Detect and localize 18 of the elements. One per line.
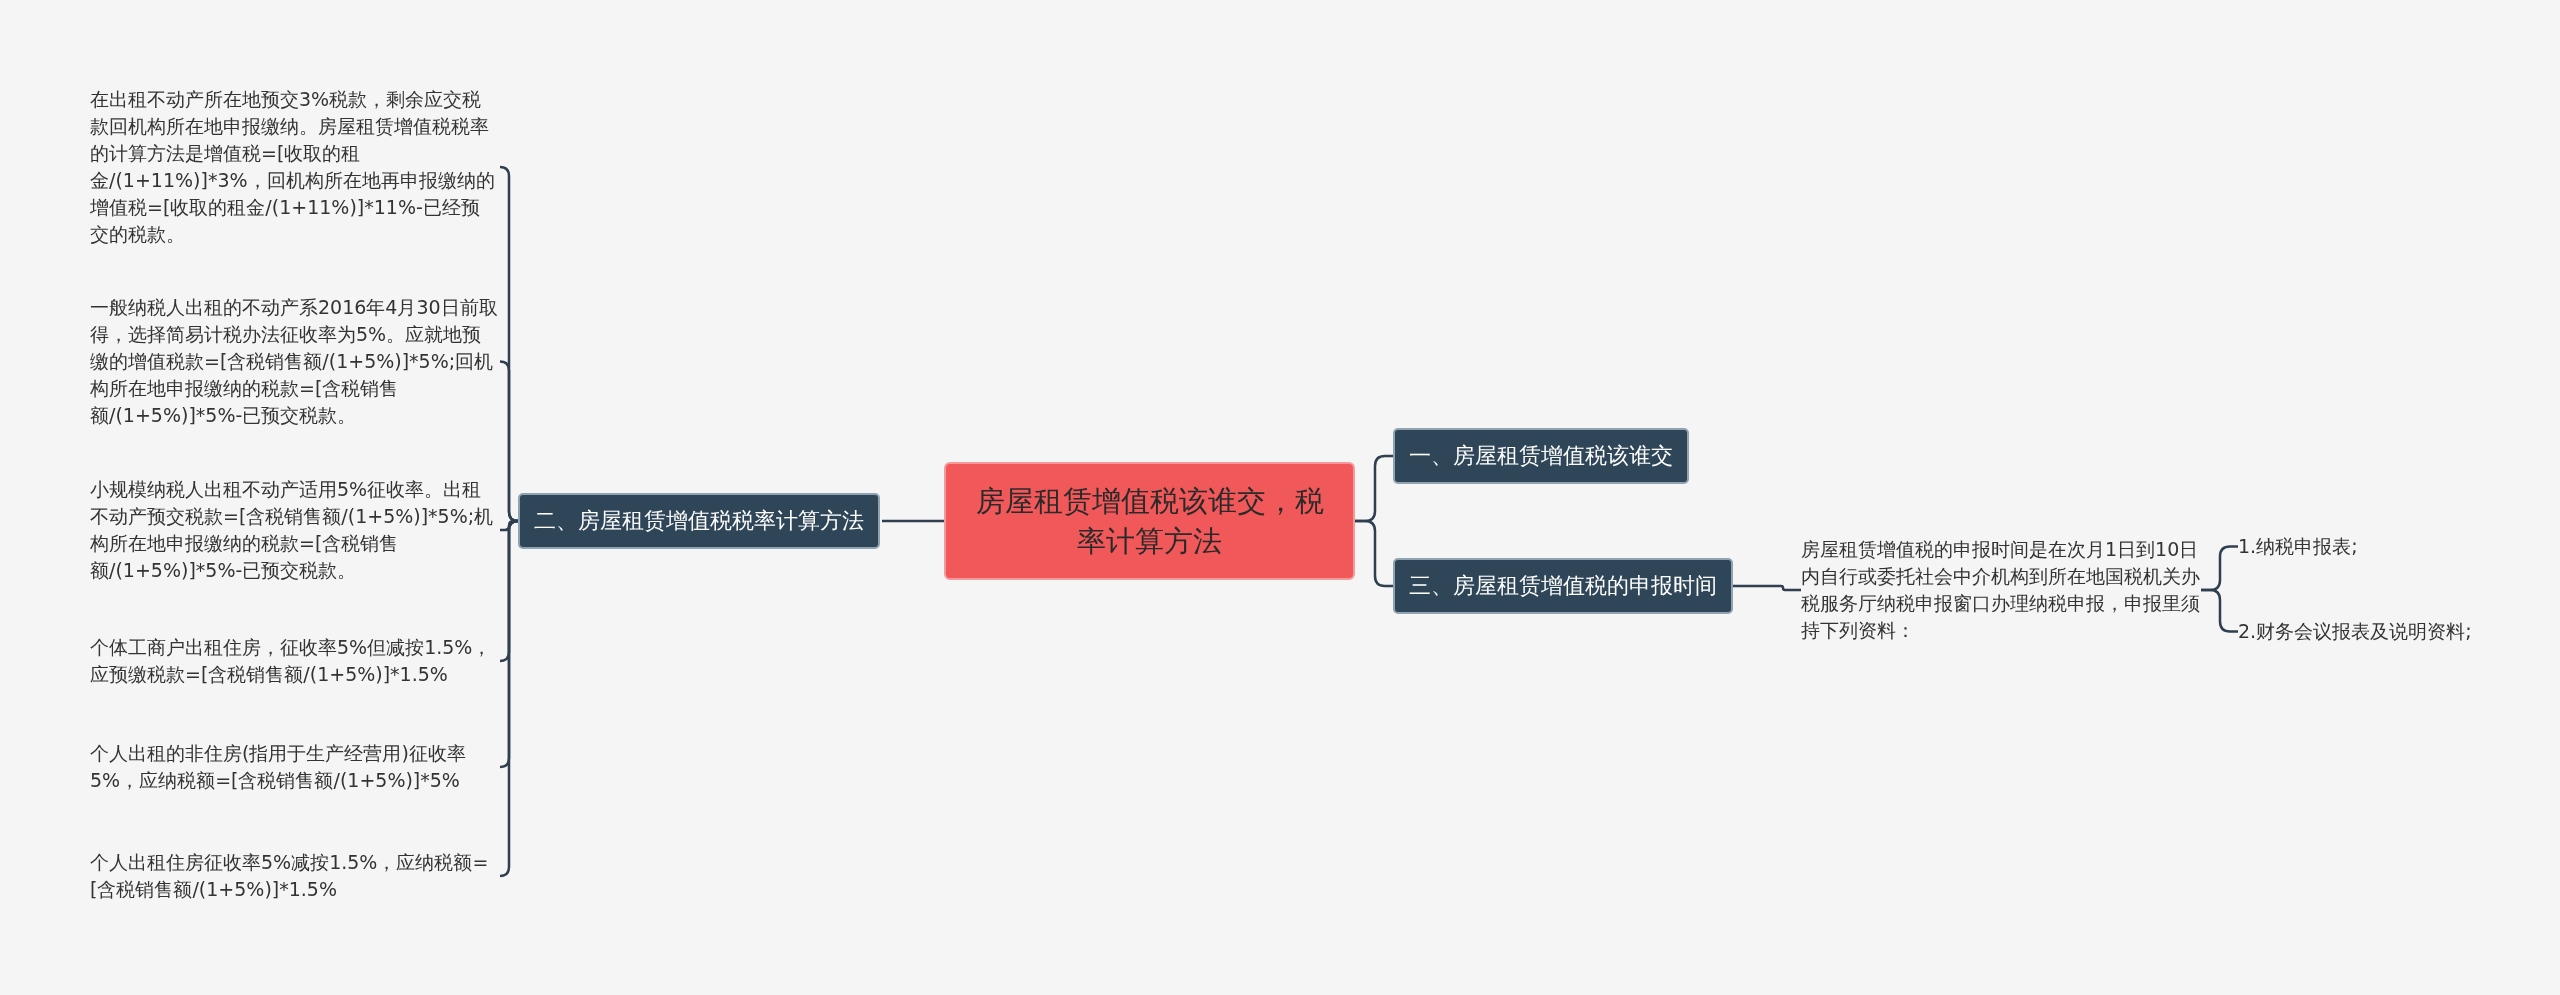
topic-text: 个人出租住房征收率5%减按1.5%，应纳税额=[含税销售额/(1+5%)]*1.5% bbox=[90, 849, 498, 903]
topic-text: 1.纳税申报表; bbox=[2238, 533, 2358, 560]
topic-text: 个人出租的非住房(指用于生产经营用)征收率5%，应纳税额=[含税销售额/(1+5%)]*5% bbox=[90, 740, 498, 794]
topic-text: 2.财务会议报表及说明资料; bbox=[2238, 618, 2472, 645]
connector-line bbox=[2201, 588, 2238, 633]
branch-topic-box: 三、房屋租赁增值税的申报时间 bbox=[1393, 558, 1733, 614]
topic-text: 在出租不动产所在地预交3%税款，剩余应交税款回机构所在地申报缴纳。房屋租赁增值税税率的计算方法是增值税=[收取的租金/(1+11%)]*3%，回机构所在地再申报缴纳的增值税=[收取的租金/(1+11%)]*11%-已经预交的税款。 bbox=[90, 86, 498, 248]
topic-text: 个体工商户出租住房，征收率5%但减按1.5%，应预缴税款=[含税销售额/(1+5%)]*1.5% bbox=[90, 634, 498, 688]
connector-line bbox=[498, 519, 520, 878]
connector-line bbox=[1733, 584, 1801, 592]
connector-line bbox=[1355, 519, 1393, 588]
topic-text: 房屋租赁增值税的申报时间是在次月1日到10日内自行或委托社会中介机构到所在地国税机关办税服务厅纳税申报窗口办理纳税申报，申报里须持下列资料： bbox=[1801, 536, 2201, 644]
branch-topic-box: 一、房屋租赁增值税该谁交 bbox=[1393, 428, 1689, 484]
central-topic-box: 房屋租赁增值税该谁交，税率计算方法 bbox=[944, 462, 1355, 580]
topic-text: 小规模纳税人出租不动产适用5%征收率。出租不动产预交税款=[含税销售额/(1+5%)]*5%;机构所在地申报缴纳的税款=[含税销售额/(1+5%)]*5%-已预交税款。 bbox=[90, 476, 498, 584]
connector-line bbox=[882, 519, 944, 523]
topic-text: 一般纳税人出租的不动产系2016年4月30日前取得，选择简易计税办法征收率为5%。应就地预缴的增值税款=[含税销售额/(1+5%)]*5%;回机构所在地申报缴纳的税款=[含税销售额/(1+5%)]*5%-已预交税款。 bbox=[90, 294, 498, 429]
branch-topic-box: 二、房屋租赁增值税税率计算方法 bbox=[518, 493, 880, 549]
